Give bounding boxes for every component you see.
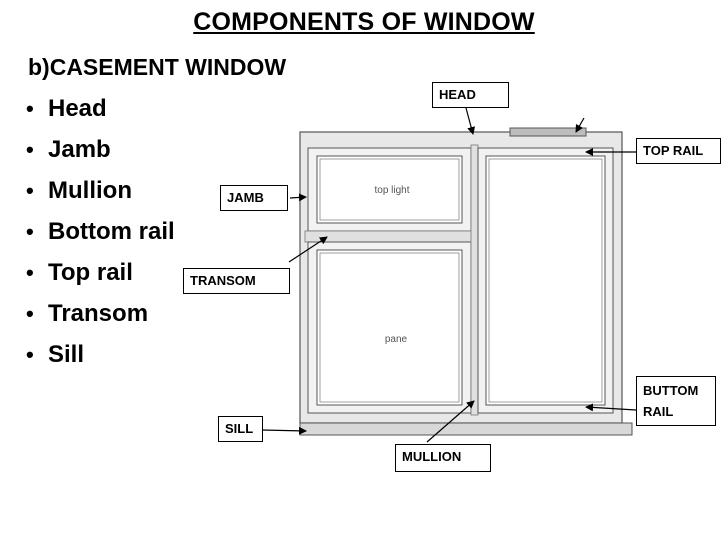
head-arrow <box>465 107 476 135</box>
head-strip <box>509 127 587 137</box>
bullet-icon: • <box>26 301 34 326</box>
list-item: •Transom <box>26 293 175 334</box>
mullion-arrow <box>426 400 475 443</box>
bullet-icon: • <box>26 96 34 121</box>
transom-label: TRANSOM <box>183 268 290 294</box>
bullet-icon: • <box>26 260 34 285</box>
component-list: •Head •Jamb •Mullion •Bottom rail •Top r… <box>26 88 175 375</box>
bullet-icon: • <box>26 342 34 367</box>
list-item: •Bottom rail <box>26 211 175 252</box>
top-light-text: top light <box>374 185 409 196</box>
sill-arrow <box>261 426 307 435</box>
list-item: •Sill <box>26 334 175 375</box>
bullet-icon: • <box>26 219 34 244</box>
transom-bar <box>304 230 475 243</box>
pane-text: pane <box>385 334 408 345</box>
head-strip-arrow <box>575 117 585 133</box>
transom-arrow <box>288 236 328 263</box>
sill-label: SILL <box>218 416 263 442</box>
list-item: •Jamb <box>26 129 175 170</box>
bullet-icon: • <box>26 137 34 162</box>
top-light-glass <box>316 155 463 224</box>
jamb-arrow <box>289 193 307 202</box>
mullion-label: MULLION <box>395 444 491 472</box>
bottom-rail-label: BUTTOM RAIL <box>636 376 716 426</box>
list-item: •Mullion <box>26 170 175 211</box>
list-item: •Top rail <box>26 252 175 293</box>
lower-pane-glass <box>316 249 463 406</box>
page-title: COMPONENTS OF WINDOW <box>193 8 535 36</box>
sill-bar <box>299 422 633 436</box>
right-pane-glass <box>485 155 606 406</box>
bullet-icon: • <box>26 178 34 203</box>
list-item: •Head <box>26 88 175 129</box>
top-rail-label: TOP RAIL <box>636 138 721 164</box>
subtitle: b)CASEMENT WINDOW <box>28 54 287 80</box>
head-label: HEAD <box>432 82 509 108</box>
bottom-rail-arrow <box>585 403 637 412</box>
mullion-bar <box>470 144 479 416</box>
jamb-label: JAMB <box>220 185 288 211</box>
